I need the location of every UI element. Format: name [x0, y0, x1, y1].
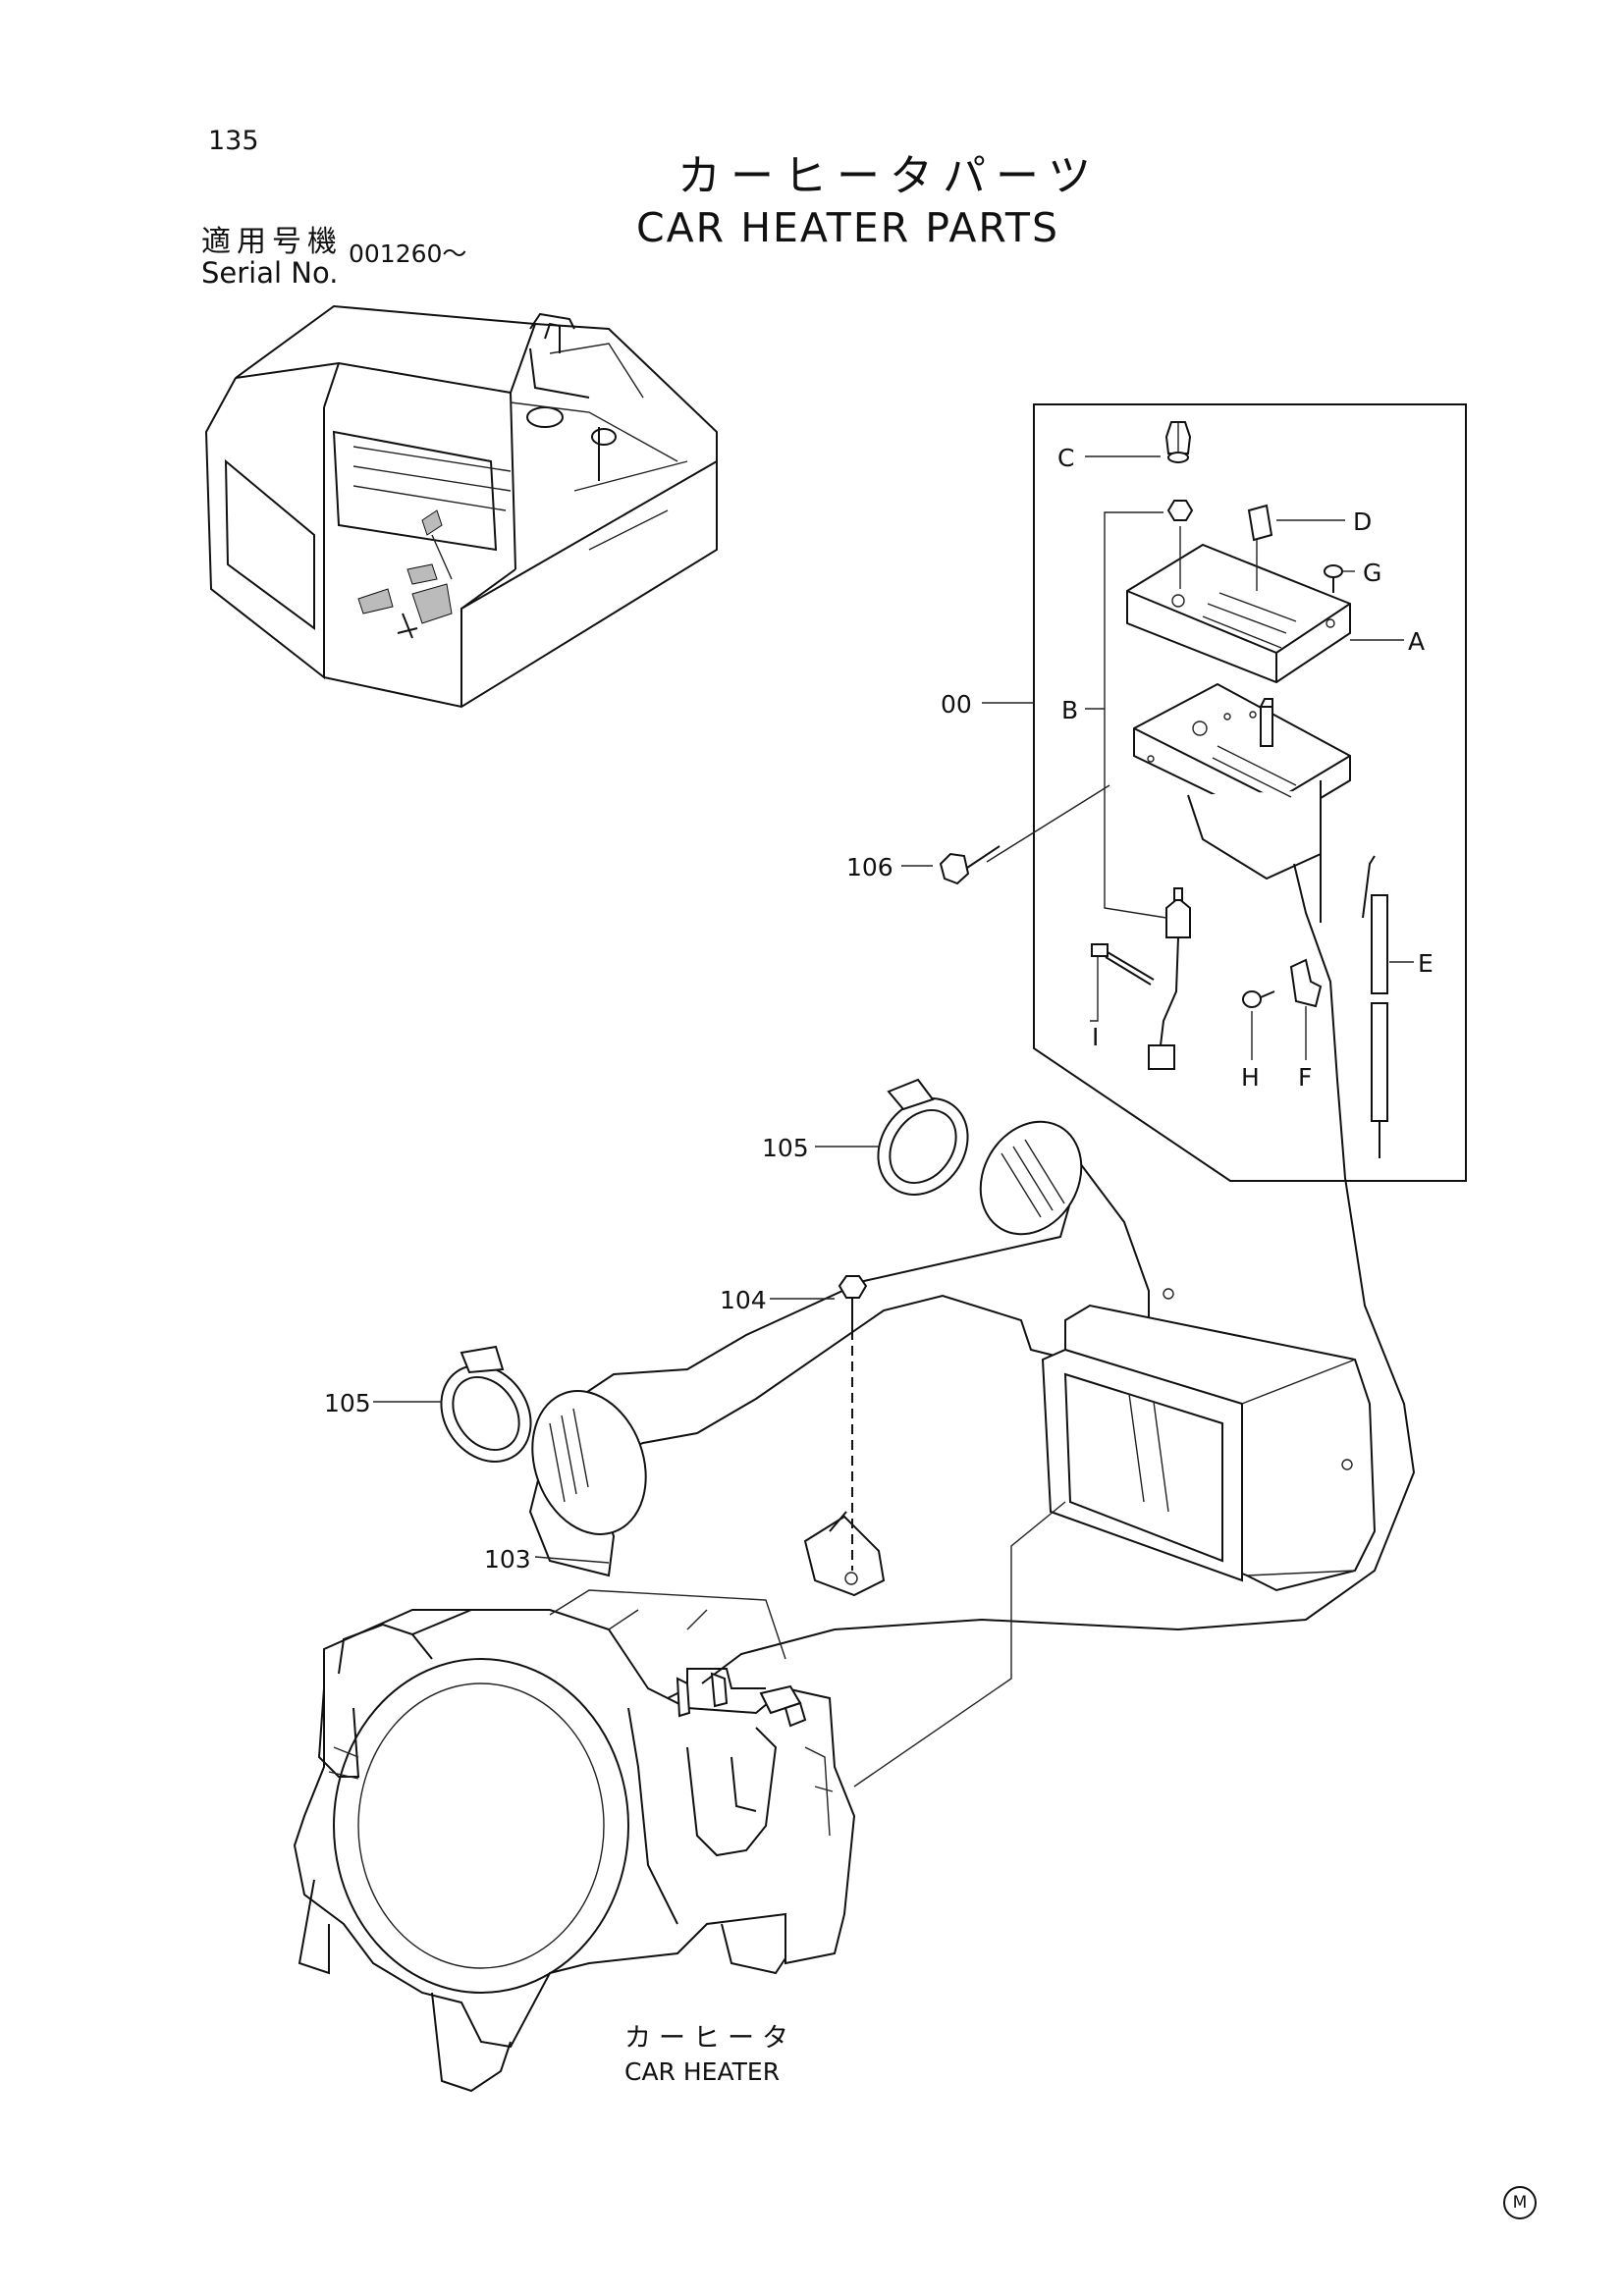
part-b-lever-box [1133, 682, 1351, 923]
callout-c: C [1057, 444, 1074, 472]
callout-labels: C D G A 00 B 106 E I H F 105 104 105 103 [324, 444, 1434, 1574]
callout-105-lower: 105 [324, 1389, 371, 1417]
serial-label: Serial No. [201, 256, 339, 290]
heater-label-japanese: カーヒータ [624, 2023, 796, 2054]
callout-h: H [1241, 1063, 1260, 1092]
bolt-104 [838, 1275, 868, 1330]
cab-location-illustration [204, 304, 718, 709]
serial-label-japanese: 適用号機 [201, 225, 343, 259]
callout-104: 104 [720, 1286, 767, 1314]
part-f-clamp [1289, 958, 1323, 1008]
switch-cable-assembly [1148, 887, 1191, 1070]
leader-lines [373, 455, 1414, 1788]
part-e-rod [1362, 855, 1388, 1158]
maker-mark: M [1503, 2186, 1537, 2219]
air-duct [528, 1120, 1377, 1597]
car-heater-unit [293, 1589, 856, 2093]
control-cable [701, 863, 1416, 1684]
bolt-106 [939, 845, 1001, 885]
part-c-spring [1166, 500, 1194, 589]
callout-b: B [1061, 696, 1078, 724]
part-d-slider [1247, 504, 1273, 591]
callout-00: 00 [941, 690, 972, 719]
callout-f: F [1298, 1063, 1312, 1092]
heater-label: CAR HEATER [624, 2057, 781, 2086]
hose-clamp-upper [877, 1078, 969, 1196]
callout-105-upper: 105 [762, 1134, 809, 1162]
callout-d: D [1353, 507, 1372, 536]
page-number: 135 [208, 126, 259, 156]
callout-103: 103 [484, 1545, 531, 1574]
part-g-screw [1324, 564, 1343, 593]
page-title-japanese: カーヒータパーツ [677, 151, 1102, 201]
part-c-knob [1164, 421, 1192, 463]
callout-a: A [1408, 627, 1425, 656]
part-a-cover-plate [1126, 543, 1351, 684]
hose-clamp-lower [440, 1345, 532, 1463]
page-title: CAR HEATER PARTS [636, 204, 1059, 251]
part-i-cable-tie [1091, 943, 1155, 986]
serial-value: 001260～ [349, 240, 467, 268]
callout-g: G [1363, 559, 1381, 587]
part-h-screw [1242, 990, 1275, 1008]
callout-e: E [1418, 949, 1434, 978]
callout-106: 106 [846, 853, 893, 881]
callout-i: I [1092, 1023, 1099, 1051]
control-panel-kit-box [1033, 403, 1467, 1182]
